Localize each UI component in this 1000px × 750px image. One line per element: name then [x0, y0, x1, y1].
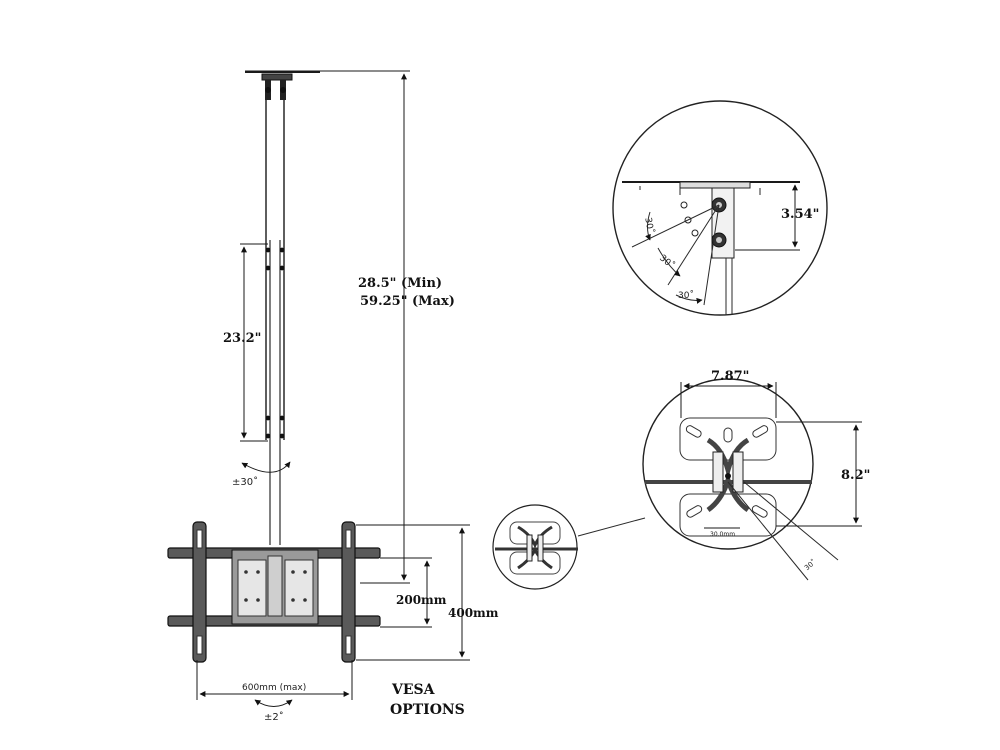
bracket-height-label: 8.2" [841, 468, 870, 483]
bracket-width-label: 7.87" [711, 369, 749, 384]
tilt-arrow [254, 699, 293, 707]
swivel-arrow [241, 461, 291, 473]
vesa-frame [167, 521, 381, 663]
angle-label-3: 30˚ [678, 290, 694, 301]
ceiling-plate-height-label: 3.54" [781, 207, 819, 222]
ceiling-plate [245, 71, 320, 100]
vesa-caption-line2: OPTIONS [390, 702, 465, 718]
bracket-angle-label: 30˚ [803, 558, 818, 572]
vesa-caption-line1: VESA [391, 682, 436, 698]
vesa-vertical-dimensions [356, 524, 470, 661]
vesa-400-label: 400mm [448, 606, 499, 620]
extension-dimension [240, 243, 268, 442]
bracket-small-label: 30.0mm [710, 531, 735, 538]
swivel-label: ±30˚ [232, 476, 258, 488]
total-height-max-label: 59.25" (Max) [360, 294, 455, 309]
ceiling-plate-detail [612, 100, 828, 316]
total-height-min-label: 28.5" (Min) [358, 276, 442, 291]
vesa-200-label: 200mm [396, 593, 447, 607]
bracket-detail [577, 378, 862, 581]
vesa-horizontal-dimension [196, 660, 353, 700]
extension-label: 23.2" [223, 331, 261, 346]
total-height-dimension [245, 70, 410, 584]
small-bracket-detail [492, 504, 578, 590]
angle-label-1: 30˚ [642, 217, 656, 235]
tilt-label: ±2˚ [264, 711, 284, 723]
extension-pole [265, 100, 285, 545]
vesa-600-label: 600mm (max) [242, 683, 306, 693]
